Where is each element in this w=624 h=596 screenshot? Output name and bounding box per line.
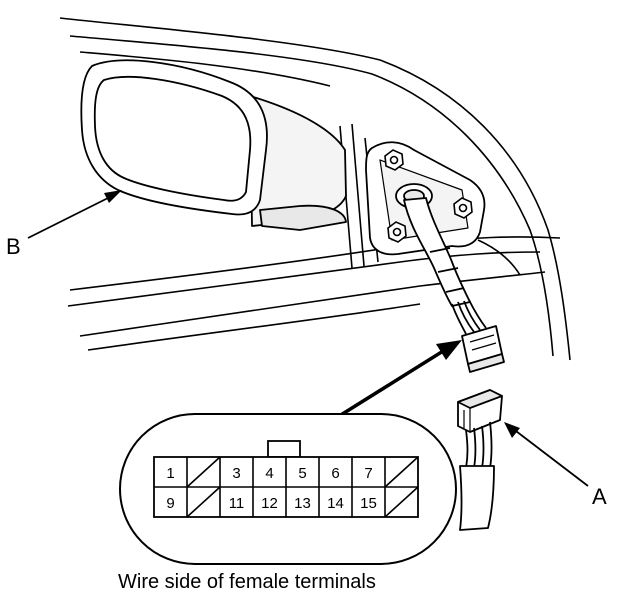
terminal-labels-top: 1 3 4 5 6 7 [166, 465, 372, 482]
nut-top [384, 149, 404, 171]
callout-b-label: B [6, 234, 21, 259]
connector-face-view: 1 3 4 5 6 7 9 11 12 13 14 15 [119, 413, 457, 565]
nut-bottom [387, 221, 407, 243]
connector-lock-tab [267, 440, 301, 458]
connector-a [457, 389, 503, 433]
terminal-label: 6 [331, 465, 339, 482]
mounting-nuts [384, 149, 473, 243]
face-view-pointer [335, 340, 462, 420]
door-panel [59, 17, 571, 361]
connector-caption: Wire side of female terminals [118, 571, 376, 593]
terminal-label: 7 [364, 465, 372, 482]
mirror-harness [395, 183, 487, 335]
terminal-label: 12 [261, 495, 278, 512]
unused-cavity-bottom-2 [186, 486, 221, 518]
callout-a: A [504, 422, 607, 509]
terminal-label: 15 [360, 495, 377, 512]
callout-a-arrowhead [504, 422, 520, 438]
terminal-label: 14 [327, 495, 344, 512]
terminal-label: 3 [232, 465, 240, 482]
terminal-label: 9 [166, 495, 174, 512]
unused-cavity-top-8 [384, 456, 419, 488]
callout-b: B [6, 190, 122, 259]
unused-cavity-marks [186, 456, 419, 518]
face-view-pointer-arrowhead [436, 340, 462, 360]
terminal-label: 4 [265, 465, 273, 482]
connector-a-harness [459, 421, 495, 531]
unused-cavity-top-2 [186, 456, 221, 488]
terminal-label: 11 [229, 495, 245, 512]
terminal-label: 1 [166, 465, 174, 482]
unused-cavity-bottom-8 [384, 486, 419, 518]
mirror-assembly [80, 59, 347, 231]
terminal-label: 13 [294, 495, 311, 512]
terminal-labels-bottom: 9 11 12 13 14 15 [166, 495, 377, 512]
nut-right [453, 197, 473, 219]
callout-a-label: A [592, 484, 607, 509]
callout-b-arrowhead [104, 190, 122, 203]
terminal-label: 5 [298, 465, 306, 482]
upper-connector [461, 325, 505, 373]
